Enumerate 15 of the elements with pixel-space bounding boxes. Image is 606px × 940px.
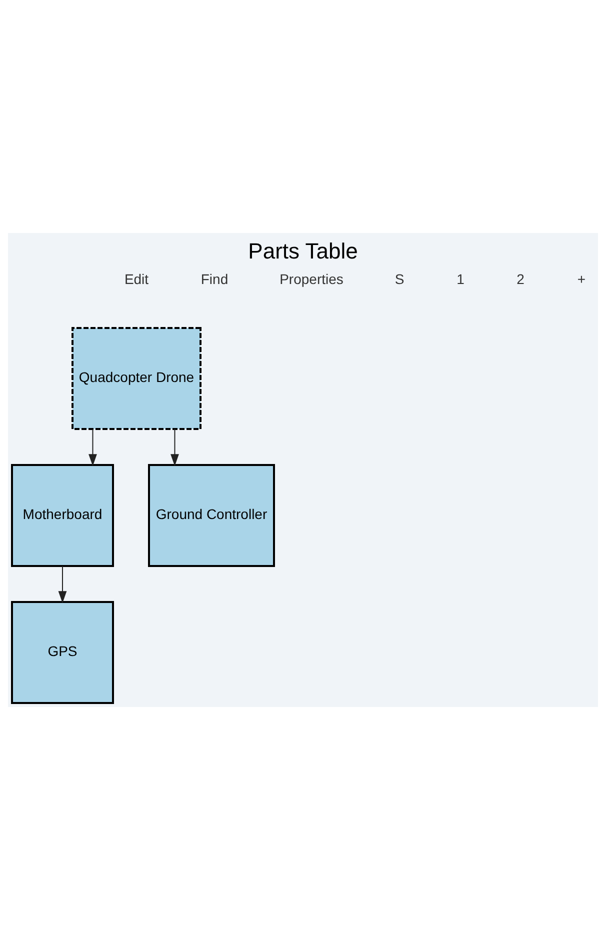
- label: Find: [200, 271, 228, 288]
- arrow: [170, 428, 179, 466]
- diagram-title: Parts Table: [248, 238, 358, 264]
- arrow: [88, 428, 97, 466]
- label: +: [577, 271, 586, 288]
- label: Properties: [280, 271, 344, 288]
- node-box: GPS: [11, 601, 114, 704]
- label: 2: [516, 271, 524, 288]
- node-box: Quadcopter Drone: [72, 327, 202, 430]
- label: S: [394, 271, 404, 288]
- node-box: Ground Controller: [148, 464, 275, 567]
- label: 1: [456, 271, 464, 288]
- node-box: Motherboard: [11, 464, 114, 567]
- arrow: [58, 566, 67, 604]
- label: Edit: [124, 271, 149, 288]
